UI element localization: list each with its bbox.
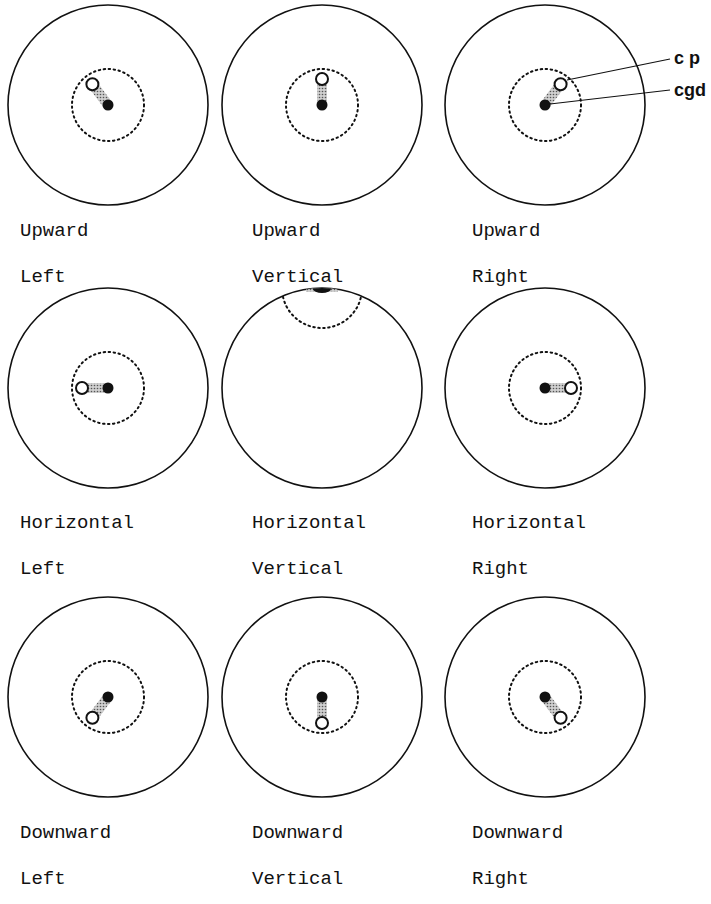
cp-circles [76,73,577,729]
callout-label: cgd [674,79,706,101]
orientation-label: Horizontal [472,512,586,534]
shaded-bars [82,79,571,723]
orientation-label: Horizontal [20,512,134,534]
orientation-label: Horizontal [252,512,366,534]
orientation-label: Right [472,868,529,890]
orientation-label: Downward [252,822,343,844]
orientation-label: Vertical [252,868,343,890]
orientation-label: Left [20,868,66,890]
dotted-circles [72,69,581,733]
orientation-label: Vertical [252,266,343,288]
orientation-label: Downward [472,822,563,844]
callout-label: c p [674,47,700,69]
orientation-label: Vertical [252,558,343,580]
orientation-label: Downward [20,822,111,844]
leader-lines [550,59,670,104]
orientation-label: Upward [20,220,88,242]
orientation-label: Upward [472,220,540,242]
orientation-label: Right [472,558,529,580]
orientation-label: Left [20,266,66,288]
orientation-label: Upward [252,220,320,242]
orientation-label: Left [20,558,66,580]
cgd-dots [103,100,551,703]
outer-circles [8,5,645,797]
orientation-label: Right [472,266,529,288]
